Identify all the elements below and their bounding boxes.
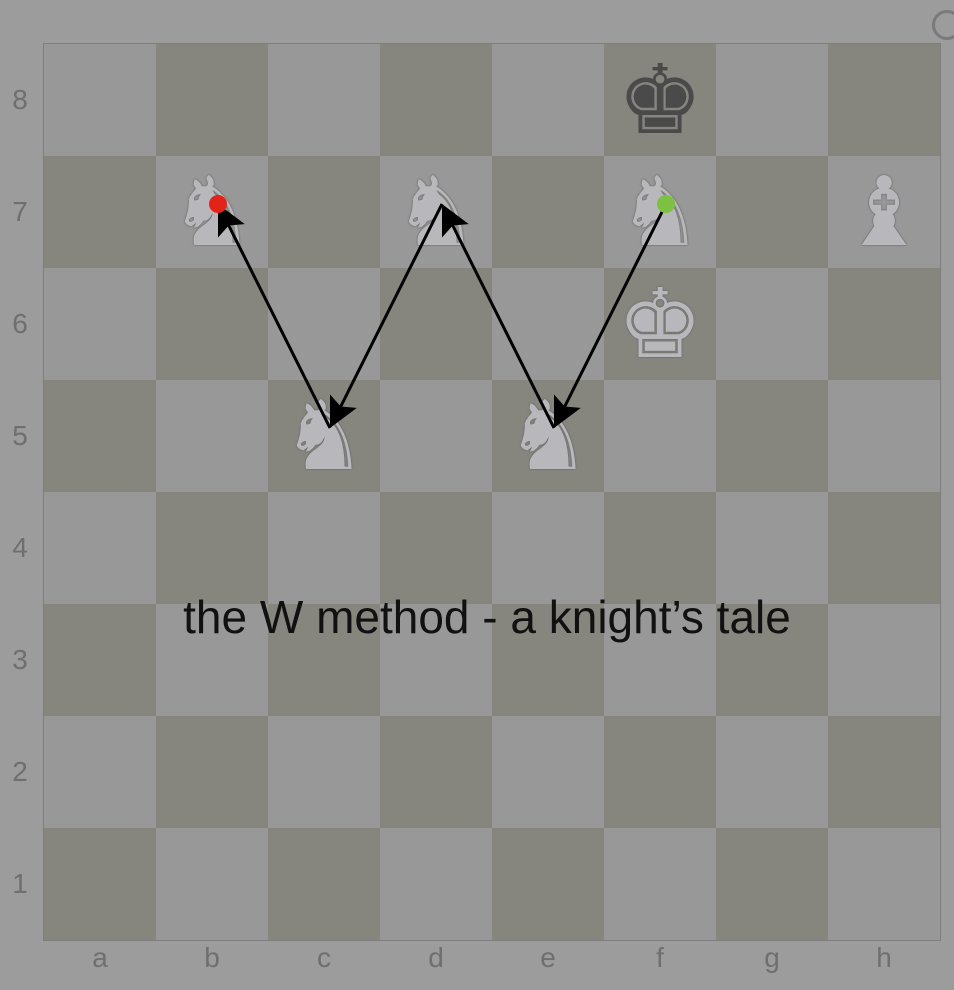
square-a8[interactable] bbox=[44, 44, 156, 156]
square-d5[interactable] bbox=[380, 380, 492, 492]
file-label-c: c bbox=[317, 942, 331, 973]
square-g1[interactable] bbox=[716, 828, 828, 940]
square-c3[interactable] bbox=[268, 604, 380, 716]
file-label-a: a bbox=[92, 942, 108, 973]
square-g2[interactable] bbox=[716, 716, 828, 828]
square-b8[interactable] bbox=[156, 44, 268, 156]
square-d1[interactable] bbox=[380, 828, 492, 940]
file-label-f: f bbox=[656, 942, 664, 973]
square-h5[interactable] bbox=[828, 380, 940, 492]
square-a2[interactable] bbox=[44, 716, 156, 828]
square-h8[interactable] bbox=[828, 44, 940, 156]
rank-label-7: 7 bbox=[12, 196, 28, 227]
square-f2[interactable] bbox=[604, 716, 716, 828]
rank-label-5: 5 bbox=[12, 420, 28, 451]
square-g8[interactable] bbox=[716, 44, 828, 156]
white-knight-b7[interactable]: ♞ bbox=[168, 156, 256, 268]
file-label-d: d bbox=[428, 942, 444, 973]
black-king-f8[interactable]: ♚ bbox=[616, 44, 704, 156]
square-b6[interactable] bbox=[156, 268, 268, 380]
square-f8[interactable] bbox=[604, 44, 716, 156]
white-knight-f7[interactable]: ♞ bbox=[616, 156, 704, 268]
square-g3[interactable] bbox=[716, 604, 828, 716]
square-b5[interactable] bbox=[156, 380, 268, 492]
square-g5[interactable] bbox=[716, 380, 828, 492]
rank-label-8: 8 bbox=[12, 84, 28, 115]
square-e4[interactable] bbox=[492, 492, 604, 604]
square-a1[interactable] bbox=[44, 828, 156, 940]
square-c6[interactable] bbox=[268, 268, 380, 380]
square-d6[interactable] bbox=[380, 268, 492, 380]
square-h7[interactable] bbox=[828, 156, 940, 268]
square-g6[interactable] bbox=[716, 268, 828, 380]
square-d4[interactable] bbox=[380, 492, 492, 604]
square-h6[interactable] bbox=[828, 268, 940, 380]
square-c2[interactable] bbox=[268, 716, 380, 828]
square-h4[interactable] bbox=[828, 492, 940, 604]
square-d8[interactable] bbox=[380, 44, 492, 156]
square-e1[interactable] bbox=[492, 828, 604, 940]
square-b2[interactable] bbox=[156, 716, 268, 828]
square-a7[interactable] bbox=[44, 156, 156, 268]
chess-board[interactable]: ♚♞♞♞♝♚♞♞ bbox=[43, 43, 941, 941]
square-g4[interactable] bbox=[716, 492, 828, 604]
file-label-h: h bbox=[876, 942, 892, 973]
square-e2[interactable] bbox=[492, 716, 604, 828]
square-b1[interactable] bbox=[156, 828, 268, 940]
white-knight-c5[interactable]: ♞ bbox=[280, 380, 368, 492]
square-h2[interactable] bbox=[828, 716, 940, 828]
white-knight-e5[interactable]: ♞ bbox=[504, 380, 592, 492]
white-king-f6[interactable]: ♚ bbox=[616, 268, 704, 380]
square-b4[interactable] bbox=[156, 492, 268, 604]
square-e3[interactable] bbox=[492, 604, 604, 716]
file-label-b: b bbox=[204, 942, 220, 973]
square-h3[interactable] bbox=[828, 604, 940, 716]
white-bishop-h7[interactable]: ♝ bbox=[840, 156, 928, 268]
square-c4[interactable] bbox=[268, 492, 380, 604]
square-a5[interactable] bbox=[44, 380, 156, 492]
square-h1[interactable] bbox=[828, 828, 940, 940]
caption-text: the W method - a knight’s tale bbox=[183, 591, 791, 643]
square-c8[interactable] bbox=[268, 44, 380, 156]
square-e8[interactable] bbox=[492, 44, 604, 156]
file-label-g: g bbox=[764, 942, 780, 973]
rank-label-6: 6 bbox=[12, 308, 28, 339]
square-d2[interactable] bbox=[380, 716, 492, 828]
white-knight-d7[interactable]: ♞ bbox=[392, 156, 480, 268]
square-d3[interactable] bbox=[380, 604, 492, 716]
square-a6[interactable] bbox=[44, 268, 156, 380]
square-e6[interactable] bbox=[492, 268, 604, 380]
square-f1[interactable] bbox=[604, 828, 716, 940]
rank-label-4: 4 bbox=[12, 532, 28, 563]
square-c7[interactable] bbox=[268, 156, 380, 268]
rank-label-2: 2 bbox=[12, 756, 28, 787]
file-label-e: e bbox=[540, 942, 556, 973]
square-f5[interactable] bbox=[604, 380, 716, 492]
square-e7[interactable] bbox=[492, 156, 604, 268]
square-f4[interactable] bbox=[604, 492, 716, 604]
square-b3[interactable] bbox=[156, 604, 268, 716]
rank-label-1: 1 bbox=[12, 868, 28, 899]
square-f3[interactable] bbox=[604, 604, 716, 716]
square-a4[interactable] bbox=[44, 492, 156, 604]
square-g7[interactable] bbox=[716, 156, 828, 268]
corner-icon bbox=[932, 10, 954, 40]
square-c1[interactable] bbox=[268, 828, 380, 940]
square-a3[interactable] bbox=[44, 604, 156, 716]
rank-label-3: 3 bbox=[12, 644, 28, 675]
